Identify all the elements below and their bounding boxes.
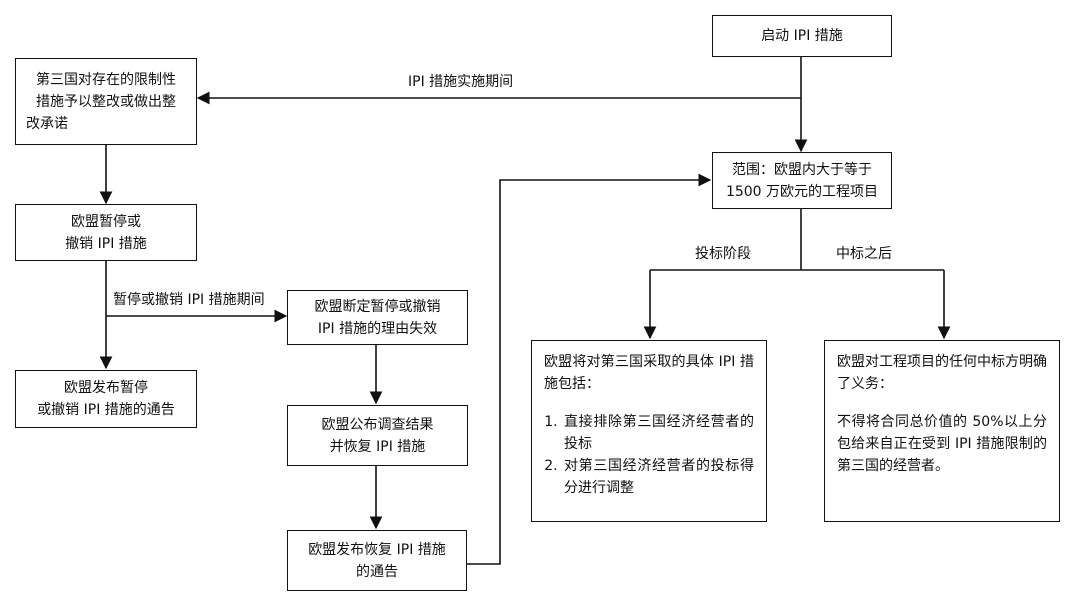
bid-measure-item: 对第三国经济经营者的投标得分进行调整 bbox=[562, 455, 754, 499]
rectify-line-2: 措施予以整改或做出整 bbox=[36, 93, 176, 110]
award-obligations-box: 欧盟对工程项目的任何中标方明确了义务： 不得将合同总价值的 50%以上分包给来自… bbox=[824, 340, 1060, 522]
publish-suspend-line-1: 欧盟发布暂停 bbox=[64, 380, 148, 396]
investigation-line-1: 欧盟公布调查结果 bbox=[321, 416, 434, 433]
award-obligations-intro: 欧盟对工程项目的任何中标方明确了义务： bbox=[837, 354, 1047, 392]
bid-measures-box: 欧盟将对第三国采取的具体 IPI 措施包括： 直接排除第三国经济经营者的投标 对… bbox=[531, 340, 767, 522]
reasons-line-2: IPI 措施的理由失效 bbox=[317, 320, 438, 337]
rectify-line-3: 改承诺 bbox=[26, 115, 68, 132]
bid-measures-intro: 欧盟将对第三国采取的具体 IPI 措施包括： bbox=[544, 354, 754, 392]
eu-publish-suspend-box: 欧盟发布暂停 或撤销 IPI 措施的通告 bbox=[15, 370, 197, 428]
eu-publish-restore-box: 欧盟发布恢复 IPI 措施 的通告 bbox=[287, 530, 467, 591]
eu-suspend-box: 欧盟暂停或 撤销 IPI 措施 bbox=[15, 204, 197, 261]
publish-suspend-line-2: 或撤销 IPI 措施的通告 bbox=[37, 402, 175, 418]
eu-reasons-invalid-box: 欧盟断定暂停或撤销 IPI 措施的理由失效 bbox=[287, 290, 468, 345]
restore-line-2: 的通告 bbox=[356, 563, 398, 580]
arrow-restore-to-scope bbox=[467, 173, 712, 565]
award-obligations-detail: 不得将合同总价值的 50%以上分包给来自正在受到 IPI 措施限制的第三国的经营… bbox=[837, 414, 1047, 474]
restore-line-1: 欧盟发布恢复 IPI 措施 bbox=[308, 541, 446, 558]
reasons-line-1: 欧盟断定暂停或撤销 bbox=[314, 298, 441, 315]
eu-investigation-box: 欧盟公布调查结果 并恢复 IPI 措施 bbox=[287, 405, 468, 466]
edge-label-after-award: 中标之后 bbox=[836, 246, 892, 262]
bid-measure-item: 直接排除第三国经济经营者的投标 bbox=[562, 411, 754, 455]
suspend-line-1: 欧盟暂停或 bbox=[71, 213, 141, 230]
third-country-rectify-box: 第三国对存在的限制性 措施予以整改或做出整 改承诺 bbox=[15, 58, 197, 145]
start-ipi-box: 启动 IPI 措施 bbox=[712, 15, 892, 57]
edge-label-during-ipi: IPI 措施实施期间 bbox=[408, 74, 514, 90]
edge-label-bidding-stage: 投标阶段 bbox=[695, 246, 751, 262]
scope-box: 范围：欧盟内大于等于 1500 万欧元的工程项目 bbox=[712, 152, 892, 209]
rectify-line-1: 第三国对存在的限制性 bbox=[36, 71, 176, 88]
scope-line-2: 1500 万欧元的工程项目 bbox=[725, 183, 879, 200]
edge-label-during-suspension: 暂停或撤销 IPI 措施期间 bbox=[113, 292, 265, 308]
start-ipi-label: 启动 IPI 措施 bbox=[761, 28, 843, 44]
scope-line-1: 范围：欧盟内大于等于 bbox=[732, 161, 872, 178]
investigation-line-2: 并恢复 IPI 措施 bbox=[329, 438, 426, 455]
bid-measures-list: 直接排除第三国经济经营者的投标 对第三国经济经营者的投标得分进行调整 bbox=[544, 411, 754, 499]
suspend-line-2: 撤销 IPI 措施 bbox=[65, 235, 147, 252]
